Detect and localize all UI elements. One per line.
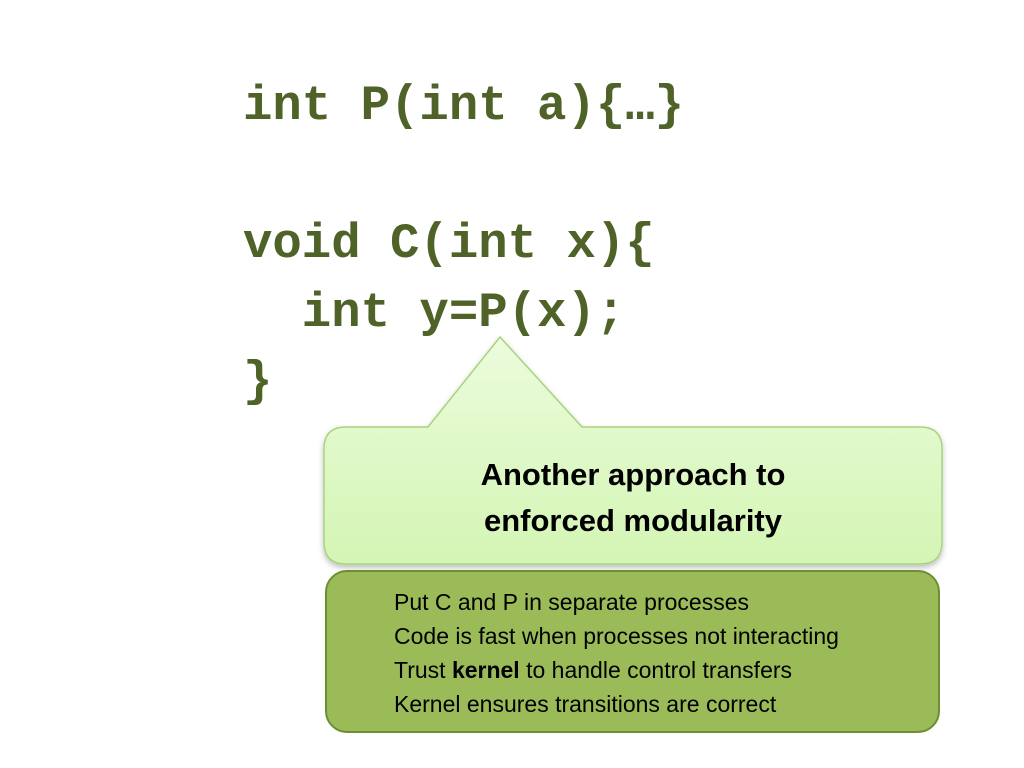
details-item: Trust kernel to handle control transfers bbox=[394, 653, 839, 687]
details-item-text-after: to handle control transfers bbox=[519, 657, 793, 683]
callout-text: Another approach to enforced modularity bbox=[326, 452, 940, 544]
callout-bubble bbox=[323, 335, 943, 565]
code-line-signature-c: void C(int x){ bbox=[243, 216, 655, 272]
details-item-text-before: Trust bbox=[394, 657, 452, 683]
details-item: Put C and P in separate processes bbox=[394, 589, 750, 615]
code-line-signature-p: int P(int a){…} bbox=[243, 78, 685, 134]
details-box bbox=[325, 570, 940, 733]
details-item: Code is fast when processes not interact… bbox=[394, 623, 839, 649]
code-line-close-brace: } bbox=[243, 354, 273, 410]
callout-line-1: Another approach to bbox=[480, 457, 786, 492]
code-block: int P(int a){…} void C(int x){ int y=P(x)… bbox=[243, 72, 684, 417]
callout-line-2: enforced modularity bbox=[484, 503, 782, 538]
code-line-call: int y=P(x); bbox=[243, 285, 626, 341]
details-list: Put C and P in separate processes Code i… bbox=[394, 585, 839, 721]
details-item: Kernel ensures transitions are correct bbox=[394, 691, 777, 717]
details-item-bold-keyword: kernel bbox=[451, 657, 520, 683]
